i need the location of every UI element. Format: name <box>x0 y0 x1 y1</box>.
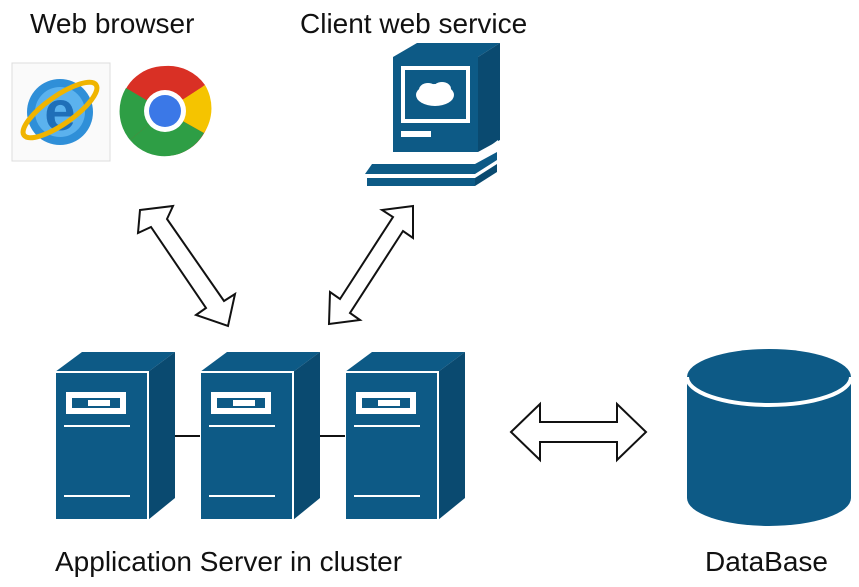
browser-server-arrow <box>136 204 237 328</box>
app-server-cluster-label: Application Server in cluster <box>55 546 403 577</box>
internet-explorer-icon: e <box>11 62 111 162</box>
client-web-service-label: Client web service <box>300 8 528 39</box>
client-server-arrow <box>327 204 414 326</box>
server-tower-icon <box>199 352 320 521</box>
server-tower-icon <box>344 352 465 521</box>
database-label: DataBase <box>705 546 828 577</box>
database-cylinder-icon <box>685 349 853 526</box>
computer-terminal-icon <box>365 43 500 186</box>
web-browser-label: Web browser <box>30 8 195 39</box>
chrome-icon <box>119 65 212 157</box>
server-database-arrow <box>509 401 648 463</box>
server-tower-icon <box>54 352 175 521</box>
